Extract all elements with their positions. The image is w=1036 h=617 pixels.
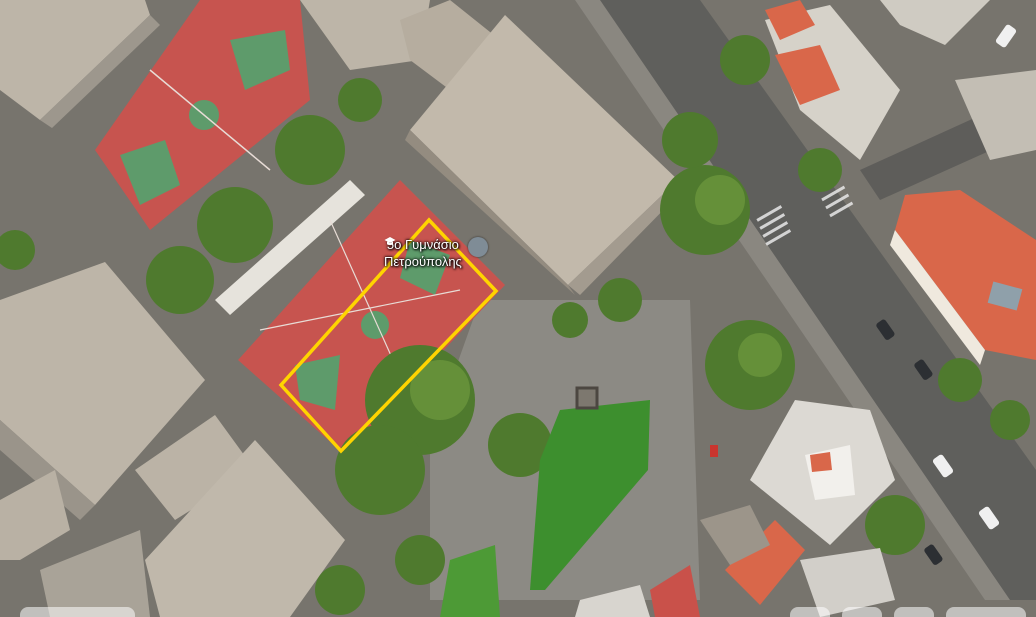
- control-chip[interactable]: [790, 607, 830, 617]
- place-name-line1: 5ο Γυμνάσιο: [386, 237, 459, 252]
- control-chip[interactable]: [946, 607, 1026, 617]
- crosswalk: [756, 185, 854, 246]
- tile-roof: [895, 190, 1036, 360]
- building-roof: [410, 15, 678, 285]
- map-bottom-controls: [0, 607, 1036, 617]
- building-roof: [0, 0, 150, 120]
- place-name[interactable]: 5ο Γυμνάσιο Πετρούπολης: [384, 236, 462, 270]
- control-chip[interactable]: [842, 607, 882, 617]
- place-label[interactable]: 5ο Γυμνάσιο Πετρούπολης: [384, 236, 514, 270]
- school-pin-icon[interactable]: [384, 237, 488, 257]
- lawn: [530, 400, 650, 590]
- place-name-line2: Πετρούπολης: [384, 254, 462, 269]
- building-roof: [0, 262, 205, 505]
- highlight-outline: [278, 217, 499, 454]
- building-roof: [145, 440, 345, 617]
- control-chip[interactable]: [894, 607, 934, 617]
- control-chip[interactable]: [20, 607, 135, 617]
